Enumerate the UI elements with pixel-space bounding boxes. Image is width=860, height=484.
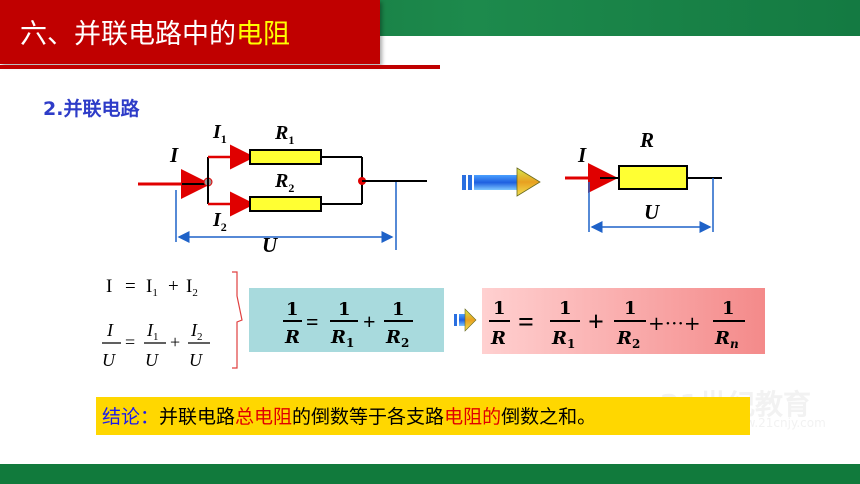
eq1-term-a: I1	[146, 276, 158, 299]
conclusion-part6: 之和。	[539, 406, 597, 428]
eq2-num-b: I2	[190, 320, 203, 343]
parallel-circuit	[138, 144, 427, 250]
arrow-head	[516, 167, 541, 197]
box2-den-r2: R2	[616, 328, 640, 351]
arrow-body	[474, 175, 520, 190]
title-prefix: 六、并联电路中的	[20, 19, 236, 50]
section-subtitle: 2.并联电路	[43, 98, 140, 120]
transform-arrow	[462, 167, 541, 197]
equivalent-circuit	[565, 163, 722, 233]
bottom-green-bar	[0, 464, 860, 484]
box1-num-1: 1	[286, 299, 299, 320]
box1-num-3: 1	[392, 299, 405, 320]
title-highlight: 电阻	[236, 19, 290, 50]
box1-den-r1: R1	[330, 327, 354, 350]
eq2-den-b: U	[189, 350, 203, 370]
box2-num-3: 1	[624, 298, 637, 319]
arrow-stripe	[462, 175, 466, 190]
conclusion-part1: 并联电路	[159, 406, 236, 428]
conclusion-part4: 电阻的	[444, 406, 502, 428]
eq-label-resistor: R	[639, 128, 654, 152]
conclusion-part5: 倒数	[501, 406, 540, 428]
conclusion-part2: 总电阻	[235, 406, 293, 428]
box1-den-r2: R2	[385, 327, 409, 350]
label-r1: R1	[274, 122, 294, 147]
box2-den-r: R	[490, 328, 506, 349]
eq2-num-a: I1	[146, 320, 159, 343]
box2-ellipsis: +···+	[648, 311, 701, 335]
eq1-term-b: I2	[186, 276, 198, 299]
label-i2: I2	[212, 209, 227, 234]
eq1-equals: =	[125, 276, 136, 297]
box2-den-r1: R1	[551, 328, 575, 351]
eq2-plus: +	[170, 332, 180, 352]
box1-plus: +	[363, 309, 376, 334]
eq-label-current: I	[577, 143, 587, 167]
eq2-equals: =	[125, 332, 135, 352]
box2-num-4: 1	[722, 298, 735, 319]
box2-num-1: 1	[493, 298, 506, 319]
title-banner	[0, 0, 380, 64]
box1-num-2: 1	[338, 299, 351, 320]
equation-bracket	[232, 271, 243, 369]
box1-den-r: R	[284, 327, 300, 348]
conclusion-part3: 的倒数等于各支路	[292, 406, 445, 428]
eq2-num-lhs: I	[106, 320, 114, 340]
box2-plus: +	[588, 307, 604, 338]
box1-equals: =	[306, 309, 319, 334]
eq2-den-a: U	[145, 350, 159, 370]
eq-label-voltage: U	[644, 200, 661, 224]
box1-formula: 1 R 1 R1 1 R2	[284, 299, 409, 350]
label-r2: R2	[274, 170, 294, 195]
equation-ratio: I U I1 U I2 U	[102, 320, 203, 370]
operators: = + = + = + = +	[125, 276, 604, 352]
label-total-current: I	[169, 143, 179, 167]
resistor-r1	[249, 149, 322, 165]
box2-equals: =	[518, 307, 534, 338]
label-voltage: U	[262, 233, 279, 257]
fraction-bars	[102, 320, 745, 344]
conclusion-banner	[96, 397, 750, 435]
label-i1: I1	[212, 121, 227, 146]
eq1-plus: +	[168, 276, 179, 297]
box2-den-rn: Rn	[714, 328, 739, 351]
box2-num-2: 1	[559, 298, 572, 319]
conclusion-text: 结论：并联电路总电阻的倒数等于各支路电阻的倒数之和。	[102, 402, 596, 429]
page-title: 六、并联电路中的电阻	[20, 12, 290, 51]
eq1-lhs: I	[106, 276, 112, 297]
small-transform-arrow	[454, 308, 477, 332]
equation-current-sum: I I1 I2	[106, 276, 198, 299]
title-underline	[0, 65, 440, 69]
eq2-den-lhs: U	[102, 350, 116, 370]
resistor-r	[618, 165, 688, 190]
resistor-r2	[249, 196, 322, 212]
box2-formula: 1 R 1 R1 1 R2 +···+ 1 Rn	[490, 298, 739, 351]
conclusion-label: 结论：	[102, 406, 160, 428]
watermark-url: www.21cnjy.com	[726, 416, 826, 430]
arrow-stripe	[468, 175, 472, 190]
